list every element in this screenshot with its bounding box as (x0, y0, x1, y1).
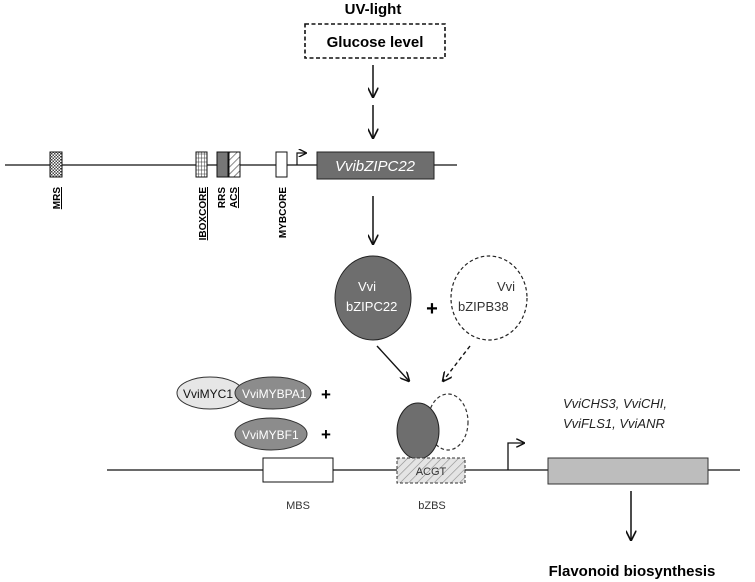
plus-proteins: + (426, 298, 438, 320)
glucose-level-box (304, 23, 446, 59)
gene-name-label: VvibZIPC22 (335, 158, 416, 175)
arrow-bzipc22-to-bzbs (376, 345, 409, 381)
bzipb38-label-line2: bZIPB38 (458, 299, 509, 314)
arrow-bzipb38-to-bzbs (443, 345, 471, 381)
mybcore-element (275, 151, 288, 178)
acs-element (228, 151, 241, 178)
mrs-element (49, 151, 63, 178)
label-iboxcore: IBOXCORE (198, 187, 209, 241)
vvimybpa1-label: VviMYBPA1 (242, 387, 307, 401)
label-rrs: RRS (217, 187, 228, 208)
lower-tss-arrow (507, 443, 524, 470)
bzipb38-label-line1: Vvi (497, 279, 515, 294)
target-gene-box (547, 457, 709, 485)
glucose-level-label: Glucose level (327, 34, 424, 51)
flavonoid-biosynthesis-label: Flavonoid biosynthesis (549, 563, 716, 580)
vvimybf1-label: VviMYBF1 (242, 428, 299, 442)
bzipc22-label-line1: Vvi (358, 279, 376, 294)
uv-light-label: UV-light (345, 1, 402, 18)
target-genes-line2: VviFLS1, VviANR (563, 416, 665, 431)
iboxcore-element (195, 151, 208, 178)
bzipb38-protein (450, 255, 528, 341)
upper-tss-arrow (296, 153, 306, 165)
mbs-box (262, 457, 334, 483)
plus-myb-2: + (321, 425, 331, 444)
bzipc22-protein (334, 255, 412, 341)
vvimybf1-protein (234, 417, 308, 451)
vvimyc1-label: VviMYC1 (183, 387, 233, 401)
label-mrs: MRS (52, 187, 63, 210)
target-genes-line1: VviCHS3, VviCHI, (563, 396, 667, 411)
label-mybcore: MYBCORE (278, 187, 289, 238)
bound-bzipc22 (396, 402, 440, 460)
rrs-element (216, 151, 229, 178)
vvimybpa1-protein (234, 376, 312, 410)
bzipc22-label-line2: bZIPC22 (346, 299, 397, 314)
gene-box-vvibzipc22 (316, 151, 435, 180)
label-acs: ACS (229, 187, 240, 208)
bzbs-label: bZBS (418, 500, 446, 512)
acgt-label: ACGT (416, 466, 447, 478)
acgt-box (396, 457, 466, 484)
plus-myb-1: + (321, 385, 331, 404)
mbs-label: MBS (286, 500, 310, 512)
